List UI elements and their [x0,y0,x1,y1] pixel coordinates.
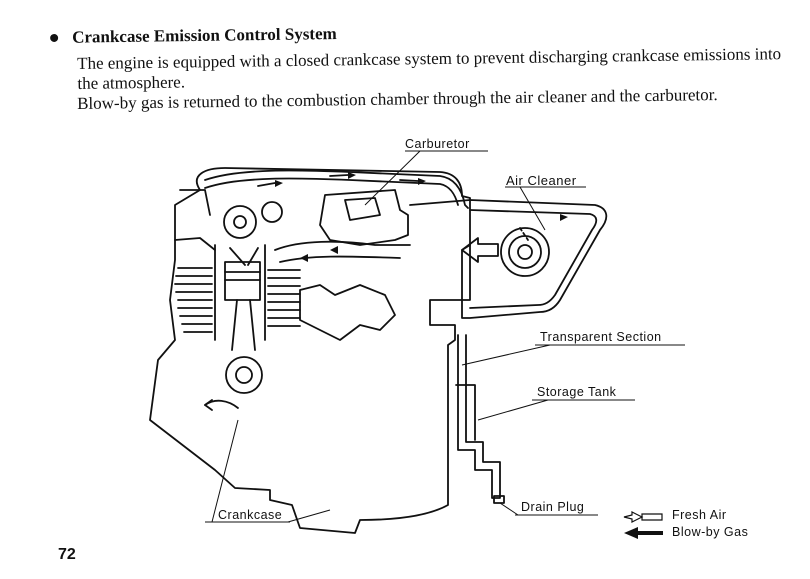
cam-wheel [223,205,257,239]
piston [224,261,261,301]
drain-tube [457,334,501,499]
breather-tube [204,169,469,209]
page-number: 72 [58,546,76,563]
label-storage-tank: Storage Tank [537,385,617,399]
fresh-air-arrow-icon [461,237,499,263]
connecting-rod [231,299,256,351]
cylinder-walls [214,244,266,341]
label-drain-plug: Drain Plug [521,500,585,514]
crank-pin [225,356,263,394]
head-outline [174,189,216,251]
cooling-fins-right [267,269,301,327]
air-cleaner-housing [409,199,608,319]
label-air-cleaner: Air Cleaner [506,173,577,188]
legend-fresh-air-icon [623,511,644,523]
cooling-fins-left [174,267,213,333]
label-crankcase: Crankcase [218,508,283,522]
leader-transparent-section [461,344,685,366]
gear-outline [299,284,396,341]
leader-air-cleaner [505,186,586,231]
leader-crankcase [205,419,331,523]
drain-plug [493,495,505,504]
legend-blow-by-label: Blow-by Gas [672,525,749,539]
leader-storage-tank [477,399,635,421]
engine-outline [149,167,471,534]
legend-blow-by-icon [624,527,638,539]
leader-drain-plug [499,502,598,516]
air-filter-element [500,227,550,277]
legend-fresh-air-label: Fresh Air [672,508,727,522]
valves [229,247,259,266]
label-carburetor: Carburetor [405,137,470,151]
storage-tank [455,384,476,441]
label-transparent-section: Transparent Section [540,330,662,344]
intake-manifold [274,240,411,263]
carburetor-body [319,189,409,246]
leader-carburetor [364,150,488,206]
